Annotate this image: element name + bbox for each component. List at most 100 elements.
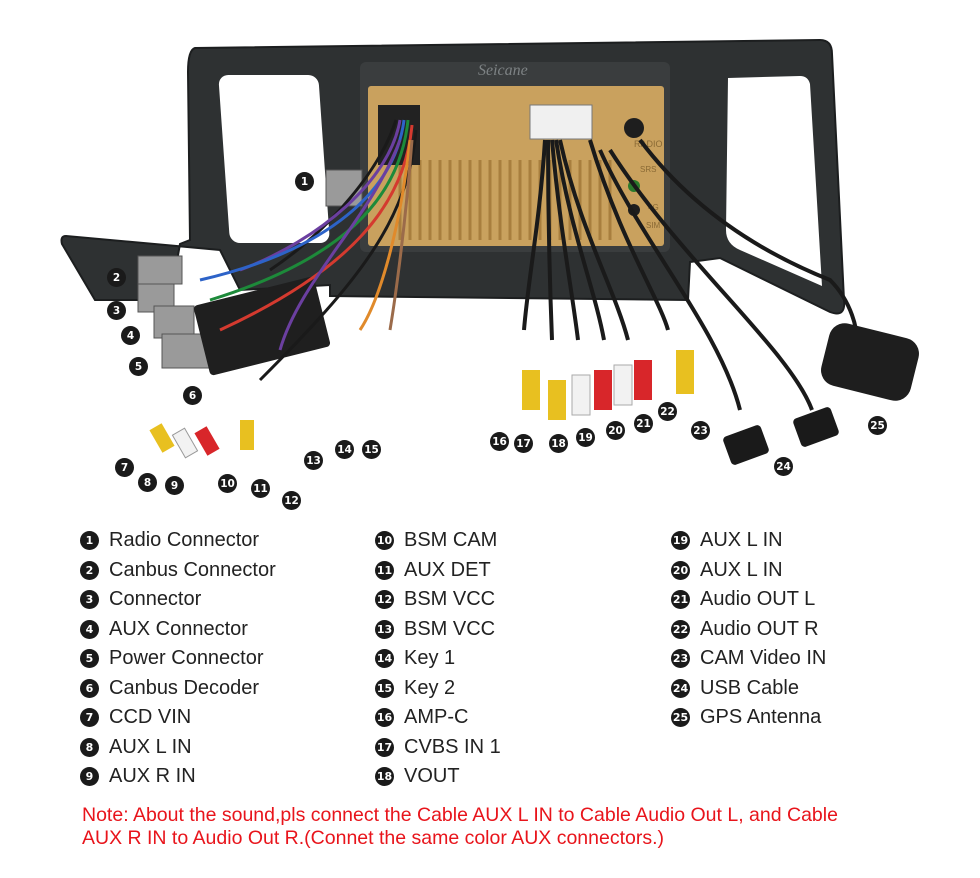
brand-logo: Seicane [478, 62, 528, 79]
legend-column-3: 19AUX L IN 20 AUX L IN 21 Audio OUT L 22Au… [671, 526, 826, 733]
canbus-connector [138, 256, 182, 284]
legend-label: Canbus Decoder [109, 677, 259, 700]
iso-port [530, 105, 592, 139]
legend-label: BSM VCC [404, 588, 495, 611]
gps-antenna [818, 320, 923, 404]
legend-label: Audio OUT L [700, 588, 815, 611]
sound-connection-note: Note: About the sound,pls connect the Ca… [82, 804, 962, 850]
legend-label: AUX L IN [109, 736, 192, 759]
legend-label: USB Cable [700, 677, 799, 700]
legend-item: 14 Key 1 [375, 644, 501, 674]
rca-plug-white-1 [572, 375, 590, 415]
legend-item: 8 AUX L IN [80, 733, 276, 763]
legend-label: Key 1 [404, 647, 455, 670]
legend-item: 18 VOUT [375, 762, 501, 792]
legend-label: Canbus Connector [109, 559, 276, 582]
note-line-1: Note: About the sound,pls connect the Ca… [82, 804, 962, 827]
legend-item: 4 AUX Connector [80, 615, 276, 645]
legend-item: 21 Audio OUT L [671, 585, 826, 615]
legend-label: AMP-C [404, 706, 468, 729]
legend-number: 10 [375, 531, 394, 550]
legend-item: 17 CVBS IN 1 [375, 733, 501, 763]
legend-item: 13 BSM VCC [375, 615, 501, 645]
callout-8: 8 [138, 473, 157, 492]
legend-item: 20 AUX L IN [671, 556, 826, 586]
callout-15: 15 [362, 440, 381, 459]
legend-label: AUX R IN [109, 765, 196, 788]
legend-item: 11 AUX DET [375, 556, 501, 586]
aux-connector [154, 306, 194, 338]
callout-5: 5 [129, 357, 148, 376]
legend-number: 13 [375, 620, 394, 639]
legend-label: Key 2 [404, 677, 455, 700]
legend-number: 18 [375, 767, 394, 786]
legend-number: 15 [375, 679, 394, 698]
legend-number: 16 [375, 708, 394, 727]
legend-number: 8 [80, 738, 99, 757]
rca-plug-white-left [172, 428, 197, 458]
legend-label: VOUT [404, 765, 460, 788]
legend-label: CAM Video IN [700, 647, 826, 670]
legend-number: 19 [671, 531, 690, 550]
legend-number: 24 [671, 679, 690, 698]
legend-item: 24 USB Cable [671, 674, 826, 704]
callout-10: 10 [218, 474, 237, 493]
legend-item: 2 Canbus Connector [80, 556, 276, 586]
legend-number: 23 [671, 649, 690, 668]
callout-6: 6 [183, 386, 202, 405]
usb-plug-1 [722, 424, 770, 466]
legend-number: 22 [671, 620, 690, 639]
legend-label: BSM VCC [404, 618, 495, 641]
legend-number: 4 [80, 620, 99, 639]
callout-19: 19 [576, 428, 595, 447]
callout-22: 22 [658, 402, 677, 421]
callout-24: 24 [774, 457, 793, 476]
legend-item: 12 BSM VCC [375, 585, 501, 615]
legend-number: 17 [375, 738, 394, 757]
legend-number: 11 [375, 561, 394, 580]
rca-plug-yellow-left [149, 423, 174, 453]
legend-item: 19AUX L IN [671, 526, 826, 556]
callout-23: 23 [691, 421, 710, 440]
legend-label: AUX L IN [700, 559, 783, 582]
legend-number: 20 [671, 561, 690, 580]
callout-3: 3 [107, 301, 126, 320]
legend-column-1: 1Radio Connector 2 Canbus Connector 3Conn… [80, 526, 276, 792]
legend-item: 15 Key 2 [375, 674, 501, 704]
callout-11: 11 [251, 479, 270, 498]
rca-plug-white-2 [614, 365, 632, 405]
legend-label: AUX Connector [109, 618, 248, 641]
panel-marking-srs: SRS [640, 165, 656, 174]
callout-18: 18 [549, 434, 568, 453]
legend-item: 6 Canbus Decoder [80, 674, 276, 704]
radio-antenna-socket [624, 118, 644, 138]
legend-label: Power Connector [109, 647, 264, 670]
legend-number: 12 [375, 590, 394, 609]
legend-item: 5Power Connector [80, 644, 276, 674]
callout-21: 21 [634, 414, 653, 433]
callout-9: 9 [165, 476, 184, 495]
rca-plug-yellow-left2 [240, 420, 254, 450]
legend-item: 23 CAM Video IN [671, 644, 826, 674]
callout-7: 7 [115, 458, 134, 477]
legend-number: 1 [80, 531, 99, 550]
callout-13: 13 [304, 451, 323, 470]
legend-number: 6 [80, 679, 99, 698]
callout-17: 17 [514, 434, 533, 453]
legend-label: CCD VIN [109, 706, 191, 729]
legend-item: 1Radio Connector [80, 526, 276, 556]
legend-label: BSM CAM [404, 529, 497, 552]
callout-14: 14 [335, 440, 354, 459]
legend-label: AUX DET [404, 559, 491, 582]
legend-label: CVBS IN 1 [404, 736, 501, 759]
legend-number: 25 [671, 708, 690, 727]
legend-number: 21 [671, 590, 690, 609]
legend-number: 2 [80, 561, 99, 580]
panel-marking-sim: SIM [646, 221, 661, 230]
legend-number: 14 [375, 649, 394, 668]
